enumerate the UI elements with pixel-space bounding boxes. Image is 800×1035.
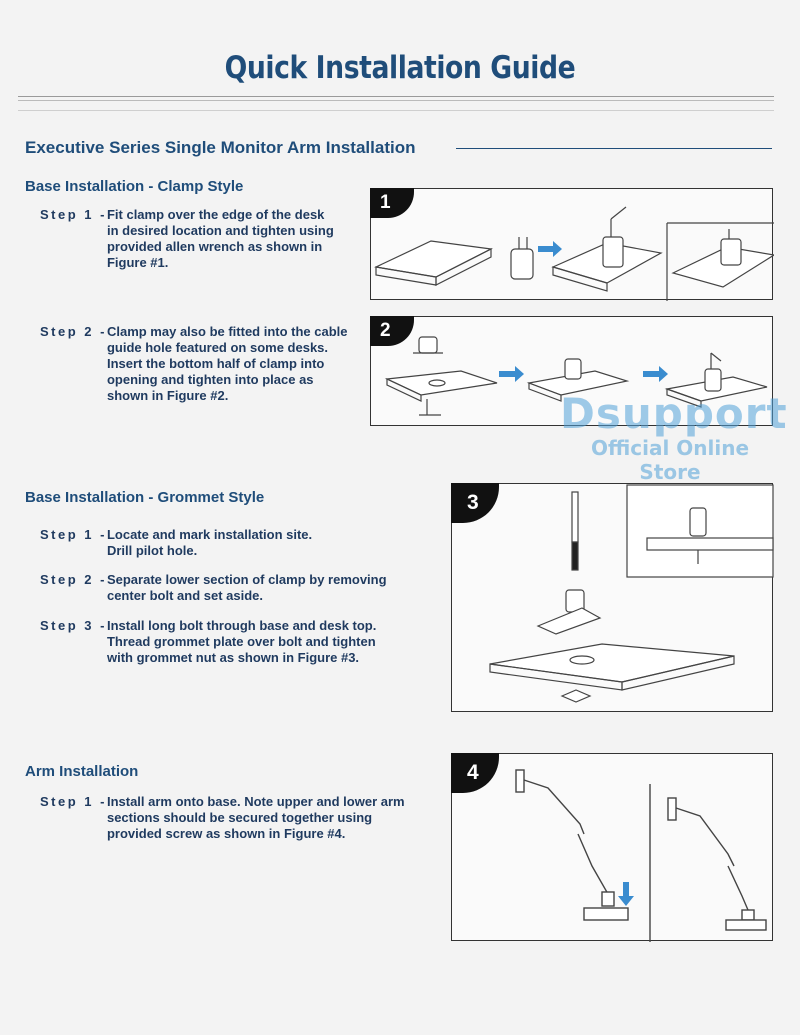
store-watermark: Dsupport Official Online Store: [560, 389, 788, 485]
watermark-tagline: Official Online Store: [590, 436, 750, 484]
arm-step-1: Step 1 - Install arm onto base. Note upp…: [40, 794, 405, 842]
clamp-heading: Base Installation - Clamp Style: [25, 178, 244, 195]
figure-3-illustration: [489, 484, 774, 703]
figure-4-illustration: [515, 769, 767, 942]
figure-3: 3: [451, 483, 774, 712]
grommet-step-2: Step 2 - Separate lower section of clamp…: [40, 572, 387, 604]
figure-2: 2: [370, 316, 773, 426]
step-label: Step 1 -: [40, 527, 107, 542]
clamp-step-1: Step 1 - Fit clamp over the edge of the …: [40, 207, 334, 271]
figure-1-illustration: [374, 206, 774, 301]
section-title: Executive Series Single Monitor Arm Inst…: [25, 138, 416, 157]
step-label: Step 2 -: [40, 572, 107, 587]
figure-4: 4: [451, 753, 773, 942]
watermark-brand: Dsupport: [560, 389, 788, 438]
figure-1: 1: [370, 188, 774, 301]
grommet-step-3: Step 3 - Install long bolt through base …: [40, 618, 376, 666]
step-text: Install long bolt through base and desk …: [106, 618, 377, 665]
title-divider-3: [18, 110, 774, 111]
step-label: Step 1 -: [40, 207, 107, 222]
figure-2-illustration: [384, 336, 768, 416]
title-divider: [18, 96, 774, 97]
step-text: Separate lower section of clamp by remov…: [106, 572, 387, 603]
title-divider-2: [18, 100, 774, 101]
step-text: Locate and mark installation site. Drill…: [106, 527, 313, 558]
page-title: Quick Installation Guide: [224, 50, 576, 86]
grommet-step-1: Step 1 - Locate and mark installation si…: [40, 527, 312, 559]
step-text: Clamp may also be fitted into the cable …: [106, 324, 348, 403]
section-title-line: [456, 148, 772, 149]
clamp-step-2: Step 2 - Clamp may also be fitted into t…: [40, 324, 348, 404]
grommet-heading: Base Installation - Grommet Style: [25, 489, 265, 506]
step-label: Step 2 -: [40, 324, 107, 339]
step-text: Install arm onto base. Note upper and lo…: [106, 794, 405, 841]
step-label: Step 1 -: [40, 794, 107, 809]
step-label: Step 3 -: [40, 618, 107, 633]
step-text: Fit clamp over the edge of the desk in d…: [106, 207, 334, 270]
arm-heading: Arm Installation: [25, 763, 139, 780]
